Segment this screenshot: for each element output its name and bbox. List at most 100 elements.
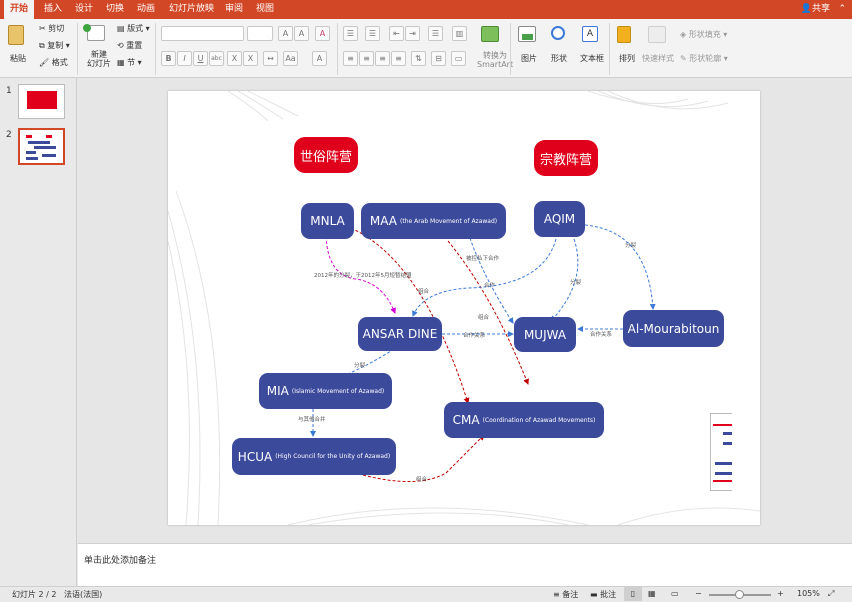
notes-toggle-button[interactable]: ≡ 备注 bbox=[553, 589, 578, 600]
tab-review[interactable]: 审阅 bbox=[225, 4, 244, 14]
edge-label: 组合 bbox=[478, 313, 490, 321]
reading-view-icon[interactable]: ▭ bbox=[671, 589, 679, 598]
new-slide-icon[interactable] bbox=[87, 25, 105, 41]
zoom-level[interactable]: 105% bbox=[797, 589, 820, 598]
strikethrough-icon[interactable]: abc bbox=[209, 51, 224, 66]
align-center-icon[interactable]: ≡ bbox=[359, 51, 374, 66]
shape-label[interactable]: 形状 bbox=[551, 54, 567, 63]
increase-indent-icon[interactable]: ⇥ bbox=[405, 26, 420, 41]
font-size-select[interactable] bbox=[247, 26, 273, 41]
shape-icon[interactable] bbox=[551, 26, 565, 40]
font-color-icon[interactable]: A bbox=[312, 51, 327, 66]
section-button[interactable]: ▦ 节 ▾ bbox=[117, 58, 142, 67]
zoom-slider[interactable] bbox=[709, 590, 771, 599]
new-slide-label[interactable]: 新建 幻灯片 bbox=[87, 50, 111, 68]
slide-canvas[interactable]: 2012年的分裂，于2012年5月短暂结盟 组合 组合 组合 被控私下合作 合作… bbox=[168, 91, 760, 525]
increase-font-icon[interactable]: A bbox=[278, 26, 293, 41]
underline-icon[interactable]: U bbox=[193, 51, 208, 66]
copy-button[interactable]: ⧉ 复制 ▾ bbox=[39, 41, 70, 50]
notes-pane[interactable]: 单击此处添加备注 bbox=[78, 543, 852, 586]
ribbon: 粘贴 ✂ 剪切 ⧉ 复制 ▾ 🖌 格式 新建 幻灯片 ▤ 版式 ▾ ⟲ 重置 ▦… bbox=[0, 19, 852, 78]
edge-ansar-mia bbox=[335, 348, 395, 380]
smartart-icon[interactable] bbox=[481, 26, 499, 42]
node-ansar-dine[interactable]: ANSAR DINE bbox=[358, 317, 442, 351]
notes-placeholder[interactable]: 单击此处添加备注 bbox=[84, 556, 157, 566]
numbering-icon[interactable]: ☰ bbox=[365, 26, 380, 41]
paste-label[interactable]: 粘贴 bbox=[10, 54, 26, 63]
italic-icon[interactable]: I bbox=[177, 51, 192, 66]
shape-fill-button[interactable]: ◈ 形状填充 ▾ bbox=[680, 30, 728, 39]
quick-styles-icon[interactable] bbox=[648, 26, 666, 43]
tab-slideshow[interactable]: 幻灯片放映 bbox=[169, 4, 215, 14]
zoom-slider-handle[interactable] bbox=[735, 590, 744, 599]
node-aqim[interactable]: AQIM bbox=[534, 201, 585, 237]
arrange-label[interactable]: 排列 bbox=[619, 54, 635, 63]
embedded-object[interactable] bbox=[710, 413, 732, 491]
tab-home[interactable]: 开始 bbox=[4, 0, 35, 19]
zoom-out-icon[interactable]: − bbox=[695, 589, 702, 598]
node-cma[interactable]: CMA (Coordination of Azawad Movements) bbox=[444, 402, 604, 438]
node-al-mourabitoun[interactable]: Al-Mourabitoun bbox=[623, 310, 724, 347]
node-mnla[interactable]: MNLA bbox=[301, 203, 354, 239]
secular-camp-label[interactable]: 世俗阵营 bbox=[294, 137, 358, 173]
node-mujwa[interactable]: MUJWA bbox=[514, 317, 576, 352]
text-direction-icon[interactable]: ⇅ bbox=[411, 51, 426, 66]
subscript-icon[interactable]: X bbox=[243, 51, 258, 66]
slide-number: 2 bbox=[6, 130, 12, 140]
tab-animations[interactable]: 动画 bbox=[137, 4, 156, 14]
slide-thumbnail-2[interactable] bbox=[18, 128, 65, 165]
decrease-font-icon[interactable]: A bbox=[294, 26, 309, 41]
tab-insert[interactable]: 插入 bbox=[44, 4, 63, 14]
normal-view-icon[interactable]: ▯ bbox=[624, 587, 642, 601]
decrease-indent-icon[interactable]: ⇤ bbox=[389, 26, 404, 41]
node-maa[interactable]: MAA (the Arab Movement of Azawad) bbox=[361, 203, 506, 239]
collapse-ribbon-icon[interactable]: ⌃ bbox=[838, 4, 846, 14]
edge-hcua-cma bbox=[362, 434, 485, 482]
bullets-icon[interactable]: ☰ bbox=[343, 26, 358, 41]
edge-aqim-ansar bbox=[412, 238, 557, 317]
religious-camp-label[interactable]: 宗教阵营 bbox=[534, 140, 598, 176]
tab-view[interactable]: 视图 bbox=[256, 4, 275, 14]
char-spacing-icon[interactable]: ↔ bbox=[263, 51, 278, 66]
quick-styles-label[interactable]: 快速样式 bbox=[642, 54, 674, 63]
comments-toggle-button[interactable]: ▬ 批注 bbox=[590, 589, 616, 600]
status-bar: 幻灯片 2 / 2 法语(法国) ≡ 备注 ▬ 批注 ▯ ▦ ▭ − + 105… bbox=[0, 586, 852, 602]
slide-sorter-icon[interactable]: ▦ bbox=[648, 589, 656, 598]
fit-to-window-icon[interactable]: ⤢ bbox=[828, 589, 835, 598]
arrange-icon[interactable] bbox=[617, 26, 631, 43]
change-case-icon[interactable]: Aa bbox=[283, 51, 298, 66]
textbox-icon[interactable]: A bbox=[582, 26, 598, 42]
columns-icon[interactable]: ▥ bbox=[452, 26, 467, 41]
cut-button[interactable]: ✂ 剪切 bbox=[39, 23, 64, 34]
zoom-in-icon[interactable]: + bbox=[777, 589, 784, 598]
format-painter-button[interactable]: 🖌 格式 bbox=[39, 57, 68, 68]
tab-design[interactable]: 设计 bbox=[75, 4, 94, 14]
slide-thumbnail-1[interactable] bbox=[18, 84, 65, 119]
convert-smartart-label[interactable]: 转换为 SmartArt bbox=[477, 51, 514, 69]
reset-button[interactable]: ⟲ 重置 bbox=[117, 40, 142, 51]
bold-icon[interactable]: B bbox=[161, 51, 176, 66]
node-hcua[interactable]: HCUA (High Council for the Unity of Azaw… bbox=[232, 438, 396, 475]
edge-label: 分裂 bbox=[570, 278, 582, 286]
tab-transitions[interactable]: 切换 bbox=[106, 4, 125, 14]
line-spacing-icon[interactable]: ☰ bbox=[428, 26, 443, 41]
picture-icon[interactable] bbox=[518, 26, 536, 42]
textbox-label[interactable]: 文本框 bbox=[580, 54, 604, 63]
language-indicator[interactable]: 法语(法国) bbox=[64, 590, 103, 599]
shape-outline-button[interactable]: ✎ 形状轮廓 ▾ bbox=[680, 54, 728, 63]
text-box-options-icon[interactable]: ▭ bbox=[451, 51, 466, 66]
font-name-select[interactable] bbox=[161, 26, 244, 41]
align-left-icon[interactable]: ≡ bbox=[343, 51, 358, 66]
ribbon-separator bbox=[155, 23, 156, 75]
node-mia[interactable]: MIA (Islamic Movement of Azawad) bbox=[259, 373, 392, 409]
node-title: ANSAR DINE bbox=[362, 327, 438, 341]
share-button[interactable]: 👤共享 bbox=[801, 0, 830, 19]
align-text-icon[interactable]: ⊟ bbox=[431, 51, 446, 66]
layout-button[interactable]: ▤ 版式 ▾ bbox=[117, 24, 150, 33]
paste-icon[interactable] bbox=[8, 25, 24, 45]
justify-icon[interactable]: ≡ bbox=[391, 51, 406, 66]
clear-format-icon[interactable]: A bbox=[315, 26, 330, 41]
superscript-icon[interactable]: X bbox=[227, 51, 242, 66]
align-right-icon[interactable]: ≡ bbox=[375, 51, 390, 66]
picture-label[interactable]: 图片 bbox=[521, 54, 537, 63]
